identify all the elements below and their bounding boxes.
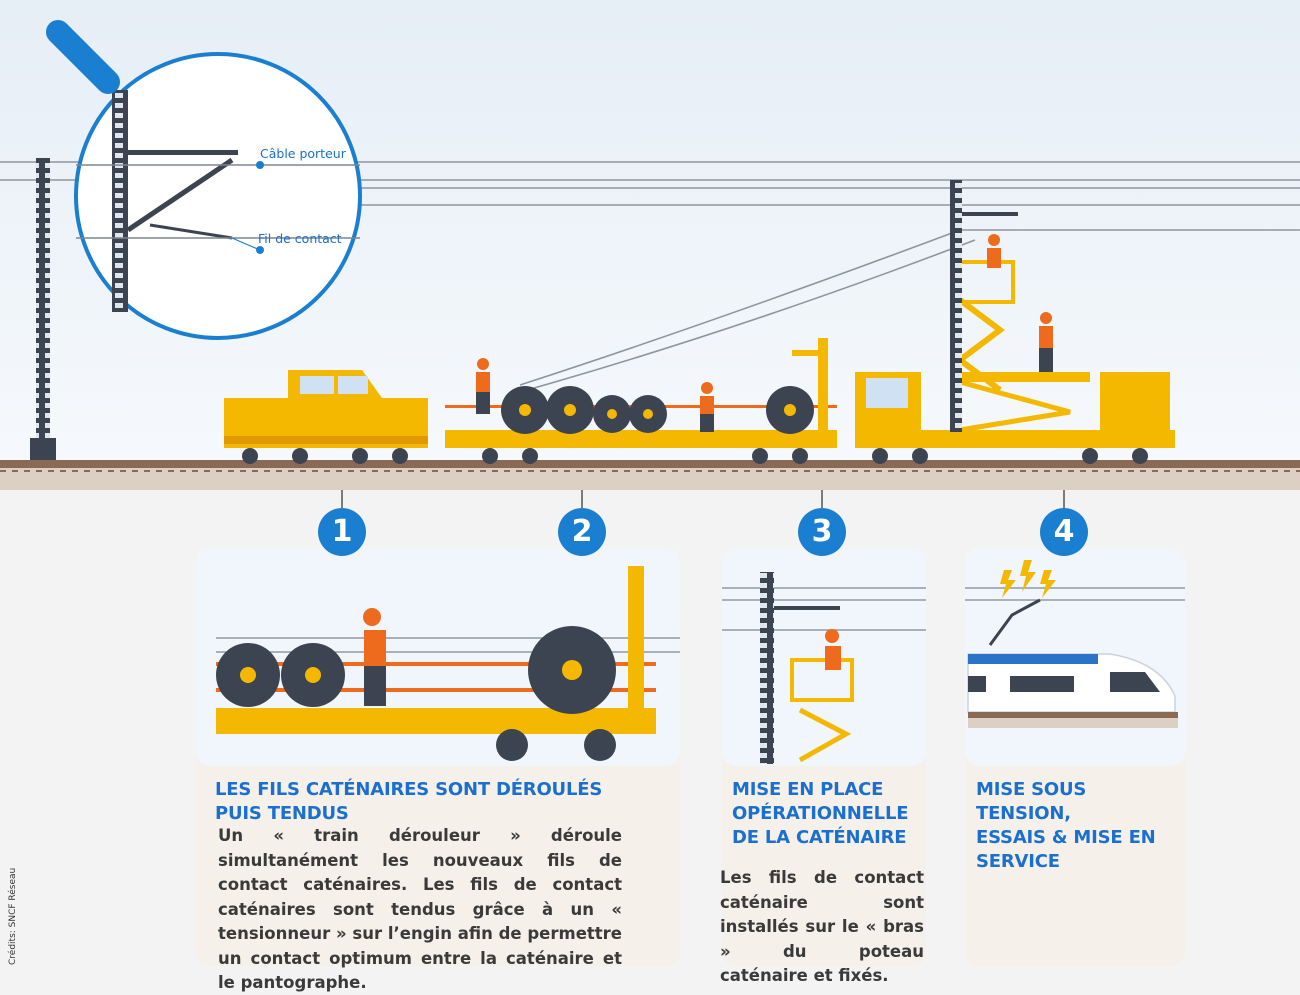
left-pole [30,158,56,460]
panel-3-title-line-2: ESSAIS & MISE EN [976,827,1156,848]
unwinding-wagon [445,338,837,464]
panel-2-body: Les fils de contact caténaire sont insta… [720,868,924,985]
panel-2-title-line-2: OPÉRATIONNELLE [732,803,909,824]
step-number-2: 2 [558,508,606,556]
panel-3-card [965,548,1185,966]
locomotive [224,370,428,464]
panel-3-title: MISE SOUS TENSION, ESSAIS & MISE EN SERV… [976,778,1181,874]
fil-de-contact-label: Fil de contact [258,231,342,246]
credit-text: Crédits: SNCF Réseau [8,867,18,965]
high-speed-train-icon [967,653,1178,728]
worker-icon [1039,312,1053,372]
panel-2-title: MISE EN PLACE OPÉRATIONNELLE DE LA CATÉN… [732,778,922,850]
panel-1-body: Un « train dérouleur » déroule simultané… [218,826,622,992]
worker-icon [825,629,841,670]
panel-1-title-line-2: PUIS TENDUS [215,803,349,824]
panel-1-card [196,548,680,966]
worker-icon [700,382,714,432]
worker-icon [363,608,386,706]
step-connectors [341,490,1065,508]
panel-2-card [722,548,926,966]
panel-3-title-line-3: SERVICE [976,851,1060,872]
step-number-1: 1 [318,508,366,556]
step-number-4: 4 [1040,508,1088,556]
worker-icon [987,234,1001,268]
lift-wagon [855,180,1175,464]
panel-3-title-line-1: MISE SOUS TENSION, [976,779,1087,824]
lightning-icon [1000,560,1056,598]
zoom-callout [74,52,362,340]
track [0,460,1300,490]
panel-2-title-line-3: DE LA CATÉNAIRE [732,827,907,848]
magnifier-handle-icon [46,20,120,94]
cable-porteur-label: Câble porteur [260,146,346,161]
panel-2-title-line-1: MISE EN PLACE [732,779,884,800]
panel-1-title: LES FILS CATÉNAIRES SONT DÉROULÉS PUIS T… [215,778,675,826]
step-number-3: 3 [798,508,846,556]
panel-1-title-line-1: LES FILS CATÉNAIRES SONT DÉROULÉS [215,779,603,800]
worker-icon [476,358,490,414]
